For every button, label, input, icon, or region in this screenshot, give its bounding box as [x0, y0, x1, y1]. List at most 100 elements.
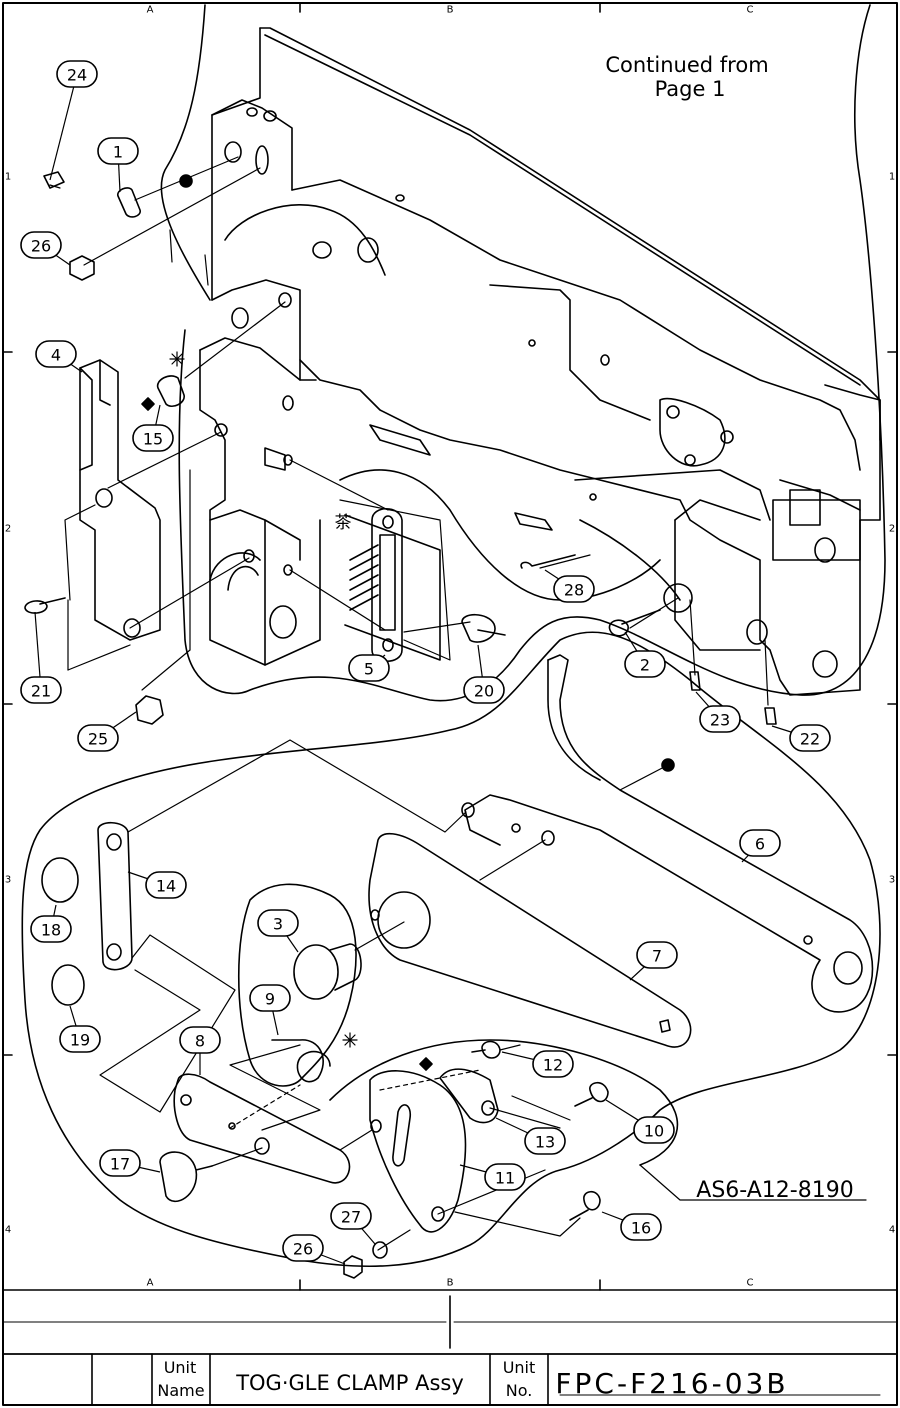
callout-number: 21: [31, 682, 51, 701]
grid-row-left-3: 3: [5, 875, 11, 886]
unit-name-label-2: Name: [157, 1381, 204, 1400]
grid-col-top-a: A: [147, 5, 154, 16]
grid-col-bottom-b: B: [447, 1278, 454, 1289]
callout-number: 14: [156, 877, 176, 896]
marker-asterisk-9: [343, 1033, 357, 1047]
grid-row-right-1: 1: [889, 172, 895, 183]
part-stud-12: [472, 1042, 500, 1059]
callout-c3: 3: [258, 910, 298, 952]
callout-number: 26: [293, 1240, 313, 1259]
callout-number: 23: [710, 711, 730, 730]
callout-c4: 4: [36, 341, 82, 372]
callout-number: 13: [535, 1133, 555, 1152]
grid-row-right-4: 4: [889, 1225, 895, 1236]
callout-number: 17: [110, 1155, 130, 1174]
connector-mark: 茶: [335, 513, 352, 533]
part-pin-1: [118, 188, 140, 217]
callout-number: 3: [273, 915, 283, 934]
callout-c24: 24: [50, 61, 97, 180]
grid-row-left-2: 2: [5, 524, 11, 535]
part-nut-26b: [344, 1256, 362, 1278]
part-screw-20: [462, 615, 505, 642]
callout-c20: 20: [464, 645, 504, 703]
grid-row-right-3: 3: [889, 875, 895, 886]
callout-number: 26: [31, 237, 51, 256]
callout-c28: 28: [545, 570, 594, 602]
callout-number: 24: [67, 66, 87, 85]
part-spring-9: [272, 1040, 330, 1082]
callout-c21: 21: [21, 612, 61, 703]
callout-c23: 23: [696, 692, 740, 732]
part-screw-17: [160, 1152, 212, 1201]
part-set-screw-24: [44, 172, 64, 188]
callout-number: 10: [644, 1122, 664, 1141]
callout-number: 27: [341, 1208, 361, 1227]
grid-row-right-2: 2: [889, 524, 895, 535]
callout-c16: 16: [602, 1212, 661, 1240]
callout-number: 28: [564, 581, 584, 600]
callout-c15: 15: [133, 405, 173, 451]
grid-row-left-1: 1: [5, 172, 11, 183]
callout-number: 1: [113, 143, 123, 162]
callout-c5: 5: [349, 655, 389, 681]
unit-name-value: TOG·GLE CLAMP Assy: [235, 1371, 464, 1395]
leader-lines-lower: [100, 740, 866, 1250]
marker-asterisk-15: [170, 352, 184, 366]
callout-c19: 19: [60, 1006, 100, 1052]
part-set-screw-22: [765, 708, 776, 724]
grid-col-bottom-c: C: [747, 1278, 754, 1289]
callout-c6: 6: [740, 830, 780, 862]
callout-number: 8: [195, 1032, 205, 1051]
callout-number: 7: [652, 947, 662, 966]
marker-dot-upper: [180, 175, 192, 187]
marker-dot-lower: [662, 759, 674, 771]
part-connector-5: [345, 509, 440, 662]
callout-c1: 1: [98, 138, 138, 192]
callout-number: 20: [474, 682, 494, 701]
cam-subgroup-outline: [330, 1040, 677, 1165]
unit-name-label-1: Unit: [164, 1358, 197, 1377]
assembly-reference: AS6-A12-8190: [696, 1178, 853, 1203]
callout-number: 4: [51, 346, 61, 365]
callout-c17: 17: [100, 1150, 160, 1176]
callout-c25: 25: [78, 712, 136, 751]
unit-no-label-1: Unit: [503, 1358, 536, 1377]
callout-number: 11: [495, 1169, 515, 1188]
upper-group-outline: [161, 5, 885, 701]
callout-number: 18: [41, 921, 61, 940]
part-nut-25: [136, 696, 163, 724]
grid-labels: A B C A B C 1 2 3 4 1 2 3 4: [5, 5, 895, 1289]
callout-number: 22: [800, 730, 820, 749]
callout-c9: 9: [250, 985, 290, 1035]
part-cap-19: [52, 965, 84, 1005]
part-stud-10: [575, 1083, 608, 1106]
part-washer-27: [373, 1242, 387, 1258]
callout-number: 15: [143, 430, 163, 449]
unit-no-label-2: No.: [506, 1381, 533, 1400]
marker-diamond-11: [420, 1058, 432, 1070]
marker-diamond-15: [142, 398, 154, 410]
callout-c12: 12: [502, 1051, 573, 1077]
callout-c22: 22: [772, 725, 830, 751]
callout-number: 12: [543, 1056, 563, 1075]
callout-c14: 14: [128, 872, 186, 898]
unit-no-value: FPC-F216-03B: [555, 1367, 788, 1400]
callout-c27: 27: [331, 1203, 375, 1244]
part-pin-3: [294, 945, 338, 999]
callout-number: 25: [88, 730, 108, 749]
part-screw-21: [25, 598, 65, 613]
callout-number: 9: [265, 990, 275, 1009]
callout-number: 2: [640, 656, 650, 675]
callout-c26b: 26: [283, 1235, 345, 1264]
callout-c26a: 26: [21, 232, 70, 265]
continued-note-line1: Continued from: [605, 53, 768, 77]
callout-number: 6: [755, 835, 765, 854]
grid-row-left-4: 4: [5, 1225, 11, 1236]
frame-body: [200, 28, 880, 695]
callout-c7: 7: [630, 942, 677, 980]
callouts: 24 1 26 4 15 21 25 5 20 28 2 23 22 6 14 18 3 7 19 8 9 12 10 13 1…: [21, 61, 830, 1264]
part-cap-18: [42, 858, 78, 902]
grid-col-top-c: C: [747, 5, 754, 16]
grid-col-bottom-a: A: [147, 1278, 154, 1289]
part-nut-26: [70, 256, 94, 280]
